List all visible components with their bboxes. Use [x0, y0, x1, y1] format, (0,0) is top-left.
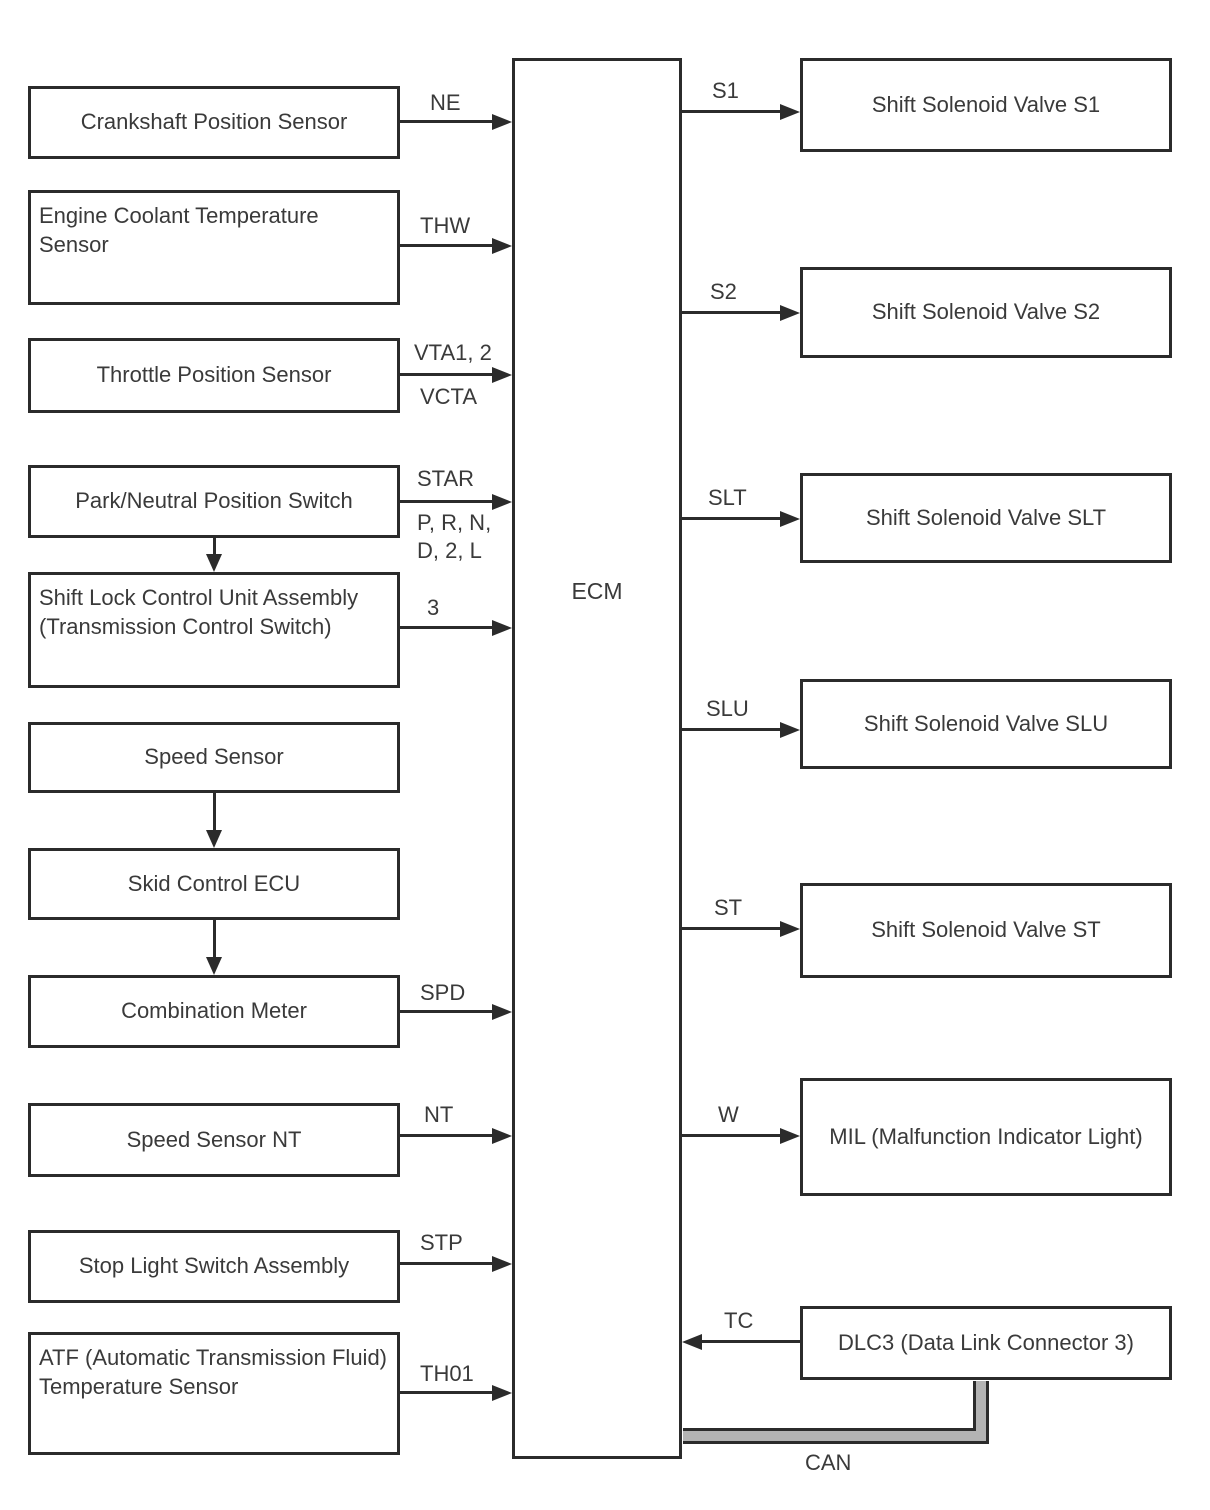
signal-label-ne: NE [430, 90, 461, 115]
signal-label-tc: TC [724, 1308, 754, 1333]
node-label: Crankshaft Position Sensor [80, 109, 348, 135]
arrowhead-slu-icon [780, 722, 800, 738]
arrowhead-pnp-to-shiftlock-icon [206, 554, 222, 572]
node-label: Park/Neutral Position Switch [75, 488, 353, 514]
node-label: Engine Coolant Temperature Sensor [39, 203, 319, 257]
node-speed-sensor: Speed Sensor [28, 722, 400, 793]
signal-label-star: STAR [417, 466, 475, 491]
arrowhead-skid-to-meter-icon [206, 957, 222, 975]
node-label: Throttle Position Sensor [96, 362, 332, 388]
arrow-slt [682, 517, 782, 520]
signal-label-stp: STP [420, 1230, 463, 1255]
node-shift-lock-control-unit: Shift Lock Control Unit Assembly (Transm… [28, 572, 400, 688]
signal-label-s2: S2 [710, 279, 737, 304]
signal-label-th01: TH01 [420, 1361, 474, 1386]
node-mil: MIL (Malfunction Indicator Light) [800, 1078, 1172, 1196]
arrow-s2 [682, 311, 782, 314]
arrow-tc [700, 1340, 800, 1343]
arrowhead-st-icon [780, 921, 800, 937]
arrowhead-nt-icon [492, 1128, 512, 1144]
arrowhead-w-icon [780, 1128, 800, 1144]
arrowhead-star-icon [492, 494, 512, 510]
arrow-3 [400, 626, 494, 629]
arrowhead-speed-to-skid-icon [206, 830, 222, 848]
signal-label-spd: SPD [420, 980, 466, 1005]
signal-label-slu: SLU [706, 696, 749, 721]
arrow-w [682, 1134, 782, 1137]
can-bus-core [683, 1381, 986, 1441]
node-skid-control-ecu: Skid Control ECU [28, 848, 400, 920]
node-label: Speed Sensor [144, 744, 284, 770]
node-engine-coolant-temperature-sensor: Engine Coolant Temperature Sensor [28, 190, 400, 305]
signal-label-nt: NT [424, 1102, 454, 1127]
node-label: Shift Solenoid Valve SLT [865, 504, 1107, 530]
node-label: Shift Solenoid Valve SLU [863, 710, 1109, 736]
signal-label-3: 3 [427, 595, 440, 620]
node-speed-sensor-nt: Speed Sensor NT [28, 1103, 400, 1177]
node-shift-solenoid-valve-st: Shift Solenoid Valve ST [800, 883, 1172, 978]
can-bus-line [683, 1381, 989, 1444]
arrowhead-th01-icon [492, 1385, 512, 1401]
bus-label-can: CAN [805, 1450, 852, 1475]
ecm-label: ECM [571, 578, 623, 604]
arrow-stp [400, 1262, 494, 1265]
arrow-speed-to-skid [213, 793, 216, 831]
arrow-spd [400, 1010, 494, 1013]
signal-label-st: ST [714, 895, 743, 920]
node-label: Shift Lock Control Unit Assembly (Transm… [39, 585, 359, 639]
signal-label-prn: P, R, N, [417, 510, 492, 535]
node-stop-light-switch-assembly: Stop Light Switch Assembly [28, 1230, 400, 1303]
node-label: Stop Light Switch Assembly [78, 1253, 350, 1279]
node-combination-meter: Combination Meter [28, 975, 400, 1048]
node-shift-solenoid-valve-slu: Shift Solenoid Valve SLU [800, 679, 1172, 769]
node-label: Skid Control ECU [127, 870, 301, 896]
arrow-star [400, 500, 494, 503]
signal-label-vcta: VCTA [420, 384, 478, 409]
node-atf-temperature-sensor: ATF (Automatic Transmission Fluid) Tempe… [28, 1332, 400, 1455]
arrowhead-slt-icon [780, 511, 800, 527]
node-throttle-position-sensor: Throttle Position Sensor [28, 338, 400, 413]
node-ecm: ECM [512, 58, 682, 1459]
signal-label-w: W [718, 1102, 739, 1127]
node-shift-solenoid-valve-s2: Shift Solenoid Valve S2 [800, 267, 1172, 358]
arrow-pnp-to-shiftlock [213, 538, 216, 555]
node-label: Combination Meter [121, 998, 307, 1024]
signal-label-thw: THW [420, 213, 471, 238]
signal-label-vta12: VTA1, 2 [414, 340, 492, 365]
arrow-s1 [682, 110, 782, 113]
node-label: MIL (Malfunction Indicator Light) [829, 1123, 1143, 1149]
node-label: Speed Sensor NT [126, 1126, 302, 1152]
arrow-st [682, 927, 782, 930]
arrowhead-3-icon [492, 620, 512, 636]
arrow-vta [400, 373, 494, 376]
node-dlc3: DLC3 (Data Link Connector 3) [800, 1306, 1172, 1380]
arrowhead-s1-icon [780, 104, 800, 120]
arrowhead-vta-icon [492, 367, 512, 383]
node-shift-solenoid-valve-s1: Shift Solenoid Valve S1 [800, 58, 1172, 152]
arrow-skid-to-meter [213, 920, 216, 958]
arrow-thw [400, 244, 494, 247]
signal-label-d2l: D, 2, L [417, 538, 482, 563]
can-bus-outline [683, 1381, 989, 1444]
arrow-nt [400, 1134, 494, 1137]
arrow-ne [400, 120, 494, 123]
node-label: Shift Solenoid Valve S2 [871, 299, 1101, 325]
arrowhead-stp-icon [492, 1256, 512, 1272]
signal-label-s1: S1 [712, 78, 739, 103]
arrowhead-tc-icon [682, 1334, 702, 1350]
arrow-slu [682, 728, 782, 731]
node-park-neutral-position-switch: Park/Neutral Position Switch [28, 465, 400, 538]
arrowhead-ne-icon [492, 114, 512, 130]
node-label: Shift Solenoid Valve S1 [871, 91, 1101, 117]
node-crankshaft-position-sensor: Crankshaft Position Sensor [28, 86, 400, 159]
node-label: ATF (Automatic Transmission Fluid) Tempe… [39, 1345, 388, 1399]
arrowhead-spd-icon [492, 1004, 512, 1020]
node-label: Shift Solenoid Valve ST [871, 917, 1101, 943]
signal-label-slt: SLT [708, 485, 747, 510]
node-shift-solenoid-valve-slt: Shift Solenoid Valve SLT [800, 473, 1172, 563]
arrowhead-s2-icon [780, 305, 800, 321]
arrow-th01 [400, 1391, 494, 1394]
arrowhead-thw-icon [492, 238, 512, 254]
node-label: DLC3 (Data Link Connector 3) [838, 1329, 1134, 1355]
